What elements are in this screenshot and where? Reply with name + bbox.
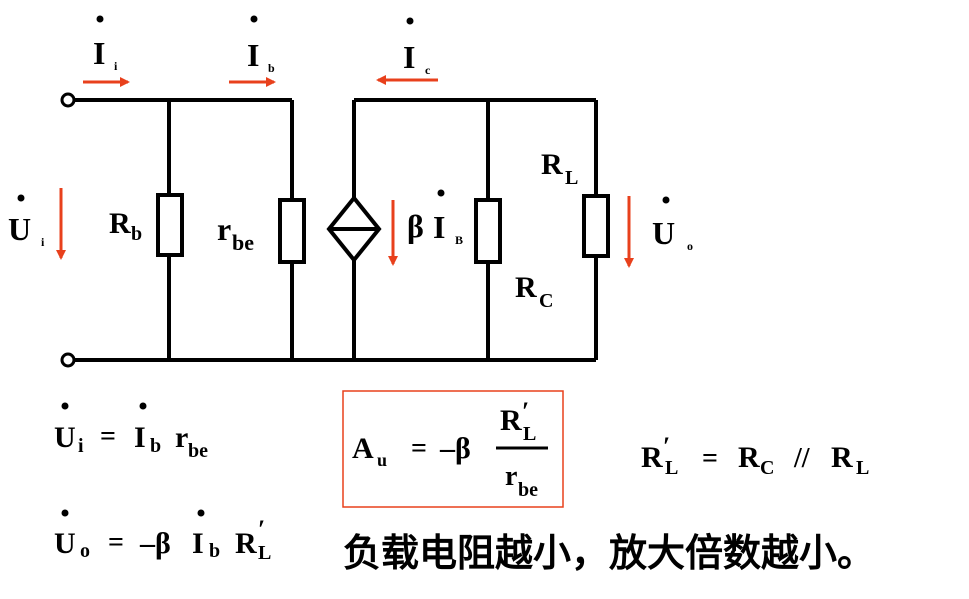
- label-rb: R b: [109, 207, 142, 245]
- label-source: β I B: [407, 189, 463, 247]
- svg-text:R: R: [831, 441, 853, 474]
- svg-text:=: =: [702, 443, 718, 474]
- svg-text:B: B: [455, 233, 463, 247]
- svg-text:I: I: [93, 35, 105, 71]
- label-ii: I i: [93, 15, 118, 73]
- svg-text:β: β: [407, 208, 424, 244]
- svg-text:U: U: [8, 211, 31, 247]
- label-ic: I c: [403, 17, 431, 77]
- svg-text:U: U: [54, 527, 76, 560]
- svg-text:R: R: [235, 527, 257, 560]
- svg-text:b: b: [131, 223, 142, 245]
- svg-text:b: b: [150, 435, 161, 457]
- svg-text:I: I: [192, 527, 204, 560]
- svg-text:I: I: [134, 421, 146, 454]
- svg-text:be: be: [188, 440, 208, 462]
- svg-text:i: i: [41, 235, 45, 249]
- formula-au-box: [342, 390, 564, 508]
- svg-text:be: be: [518, 479, 538, 501]
- svg-text:U: U: [54, 421, 76, 454]
- svg-text:A: A: [352, 432, 374, 465]
- svg-text:I: I: [247, 37, 259, 73]
- svg-text:L: L: [665, 457, 678, 479]
- svg-text:′: ′: [663, 432, 670, 461]
- input-terminal-top: [60, 92, 76, 108]
- svg-text:o: o: [80, 540, 90, 562]
- formula-au: A u = –β R ′ L r be: [352, 397, 548, 501]
- svg-text:′: ′: [522, 397, 529, 426]
- svg-text:r: r: [505, 461, 517, 492]
- svg-text:U: U: [652, 215, 675, 251]
- svg-text:L: L: [856, 457, 869, 479]
- svg-text:I: I: [403, 39, 415, 75]
- svg-text:L: L: [565, 167, 578, 189]
- svg-text:r: r: [175, 421, 188, 454]
- svg-text:R: R: [500, 404, 522, 437]
- svg-text:=: =: [411, 433, 427, 464]
- label-ib: I b: [247, 15, 275, 75]
- resistor-rbe: [278, 198, 306, 264]
- svg-text://: //: [793, 443, 811, 474]
- resistor-rl: [582, 194, 610, 258]
- dependent-current-source: [326, 194, 382, 264]
- formula-rl-parallel: R ′ L = R C // R L: [641, 432, 869, 479]
- circuit-wires: [74, 98, 598, 362]
- svg-text:be: be: [232, 230, 254, 255]
- svg-text:R: R: [541, 148, 563, 181]
- formula-ui: U i = I b r be: [54, 402, 208, 462]
- svg-text:=: =: [108, 527, 124, 558]
- input-terminal-bottom: [60, 352, 76, 368]
- resistor-rc: [474, 198, 502, 264]
- svg-text:b: b: [209, 540, 220, 562]
- svg-text:C: C: [760, 457, 774, 479]
- resistor-rb: [156, 193, 184, 257]
- svg-text:u: u: [377, 450, 387, 470]
- svg-text:i: i: [114, 59, 118, 73]
- svg-text:R: R: [738, 441, 760, 474]
- svg-text:–β: –β: [439, 432, 471, 465]
- svg-text:c: c: [425, 63, 431, 77]
- svg-text:R: R: [641, 441, 663, 474]
- svg-text:=: =: [100, 421, 116, 452]
- svg-text:L: L: [258, 542, 271, 564]
- svg-text:R: R: [109, 207, 131, 240]
- svg-text:I: I: [433, 209, 445, 245]
- svg-text:L: L: [523, 423, 536, 445]
- svg-text:–β: –β: [139, 527, 171, 560]
- label-rl: R L: [541, 148, 578, 189]
- formula-uo: U o = –β I b R ′ L: [54, 509, 271, 564]
- label-ui: U i: [8, 194, 45, 249]
- label-uo: U o: [652, 196, 693, 253]
- conclusion-text: 负载电阻越小，放大倍数越小。: [343, 531, 875, 575]
- svg-text:o: o: [687, 239, 693, 253]
- svg-text:′: ′: [258, 515, 265, 544]
- svg-text:i: i: [78, 435, 84, 457]
- label-rbe: r be: [217, 211, 254, 255]
- svg-text:b: b: [268, 61, 275, 75]
- svg-text:R: R: [515, 271, 537, 304]
- svg-text:C: C: [539, 290, 553, 312]
- label-rc: R C: [515, 271, 553, 312]
- svg-text:r: r: [217, 211, 231, 247]
